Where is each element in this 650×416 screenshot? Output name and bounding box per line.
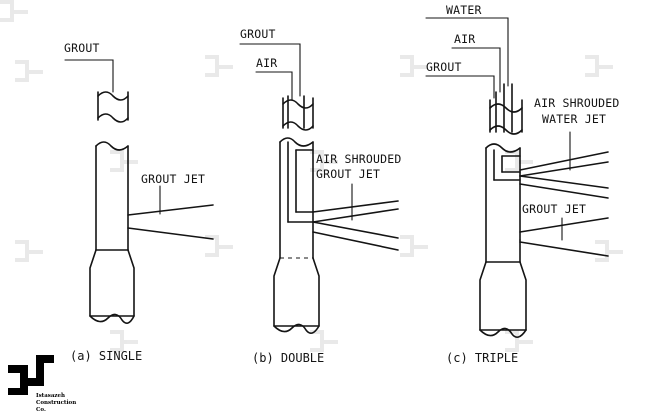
caption-triple: (c) TRIPLE: [446, 351, 518, 365]
logo-line2: Construction: [36, 400, 76, 406]
caption-double: (b) DOUBLE: [252, 351, 324, 365]
company-logo: Istasazeh Construction Co.: [8, 355, 76, 413]
jet-lower-single: [127, 227, 214, 240]
upper-tube-triple: [489, 99, 523, 133]
diagram-double: GROUT AIR AIR SHROUDED GROUT JET (b) DOU…: [239, 27, 401, 365]
grout-jet-upper-triple: [519, 217, 609, 233]
jet-upper-single: [127, 204, 214, 216]
nozzle-double: [273, 257, 320, 327]
label-grout-triple: GROUT: [426, 60, 462, 74]
nozzle-single: [89, 249, 135, 317]
grout-leader-double: [239, 43, 301, 97]
label-grout-jet-single: GROUT JET: [141, 172, 205, 186]
label-grout-jet-triple: GROUT JET: [522, 202, 586, 216]
diagram-single: GROUT GROUT JET (a) SINGLE: [64, 41, 214, 363]
label-air-double: AIR: [256, 56, 277, 70]
label-air-triple: AIR: [454, 32, 475, 46]
jet-upper-double: [312, 200, 399, 213]
diagram-triple: WATER AIR GROUT AIR SHROUDED WATER JET G…: [425, 3, 619, 365]
label-water-jet-triple: WATER JET: [542, 112, 606, 126]
grout-leader-single: [64, 59, 114, 93]
nozzle-triple: [479, 261, 527, 331]
jet-lower-double: [312, 231, 399, 251]
water-leader-triple: [425, 17, 509, 87]
label-grout-double: GROUT: [240, 27, 276, 41]
air-leader-triple: [451, 47, 501, 93]
watermark-pattern: [0, 0, 623, 352]
logo-line1: Istasazeh: [36, 393, 65, 399]
grout-jet-lower-triple: [519, 241, 609, 257]
water-jet-upper-triple: [519, 151, 609, 171]
caption-single: (a) SINGLE: [70, 349, 142, 363]
label-grout-single: GROUT: [64, 41, 100, 55]
air-leader-double: [255, 71, 293, 101]
label-grout-jet-double: GROUT JET: [316, 167, 380, 181]
label-water-triple: WATER: [446, 3, 482, 17]
grout-leader-triple: [425, 75, 495, 99]
label-air-shrouded-triple: AIR SHROUDED: [534, 96, 619, 110]
label-air-shrouded-double: AIR SHROUDED: [316, 152, 401, 166]
logo-line3: Co.: [36, 407, 46, 413]
water-jet-lower-triple: [519, 183, 609, 199]
